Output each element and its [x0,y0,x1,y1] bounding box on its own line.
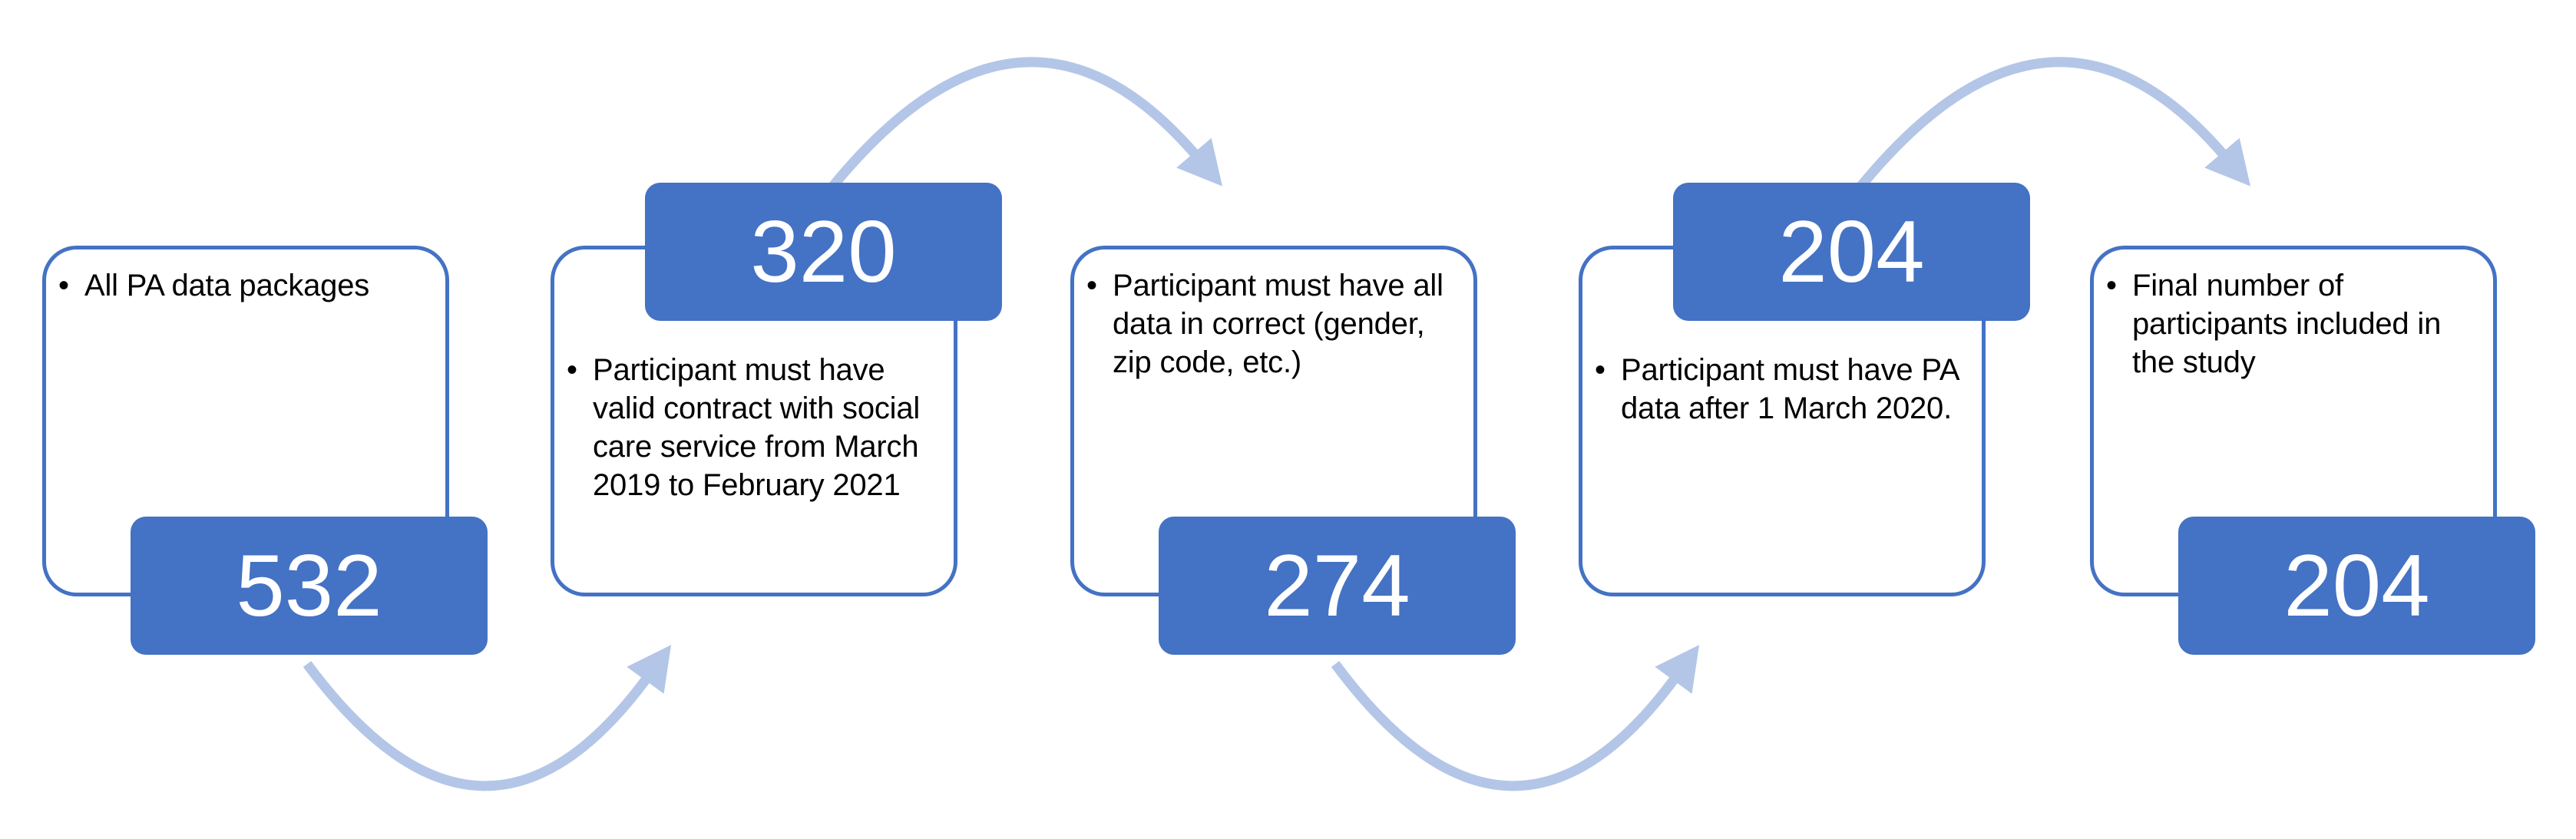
step-4-description-row: • Participant must have PA data after 1 … [1582,249,1982,428]
step-5-description-row: • Final number of participants included … [2094,249,2493,382]
flow-arrow-4-up [1850,57,2251,197]
bullet-icon: • [567,353,577,387]
step-3-count-badge: 274 [1159,517,1516,655]
step-4-count-badge: 204 [1673,183,2030,321]
step-1-description-row: • All PA data packages [46,249,445,305]
step-2-description: Participant must have valid contract wit… [593,353,921,502]
bullet-icon: • [58,269,69,302]
step-5-count-badge: 204 [2178,517,2535,655]
step-5-description: Final number of participants included in… [2132,269,2442,379]
step-1-description: All PA data packages [84,269,370,302]
step-3-description-row: • Participant must have all data in corr… [1074,249,1473,382]
step-1-card: • All PA data packages [42,246,449,596]
step-2-description-row: • Participant must have valid contract w… [554,249,954,504]
bullet-icon: • [1086,269,1097,302]
flow-arrow-2-up [822,57,1223,197]
step-3-description: Participant must have all data in correc… [1113,269,1443,379]
bullet-icon: • [1595,353,1605,387]
flow-arrow-1-down [303,645,672,791]
bullet-icon: • [2106,269,2117,302]
step-4-description: Participant must have PA data after 1 Ma… [1621,353,1959,425]
flow-arrow-3-down [1331,645,1700,791]
step-2-count-badge: 320 [645,183,1002,321]
step-2-card: • Participant must have valid contract w… [551,246,957,596]
step-1-count-badge: 532 [131,517,488,655]
